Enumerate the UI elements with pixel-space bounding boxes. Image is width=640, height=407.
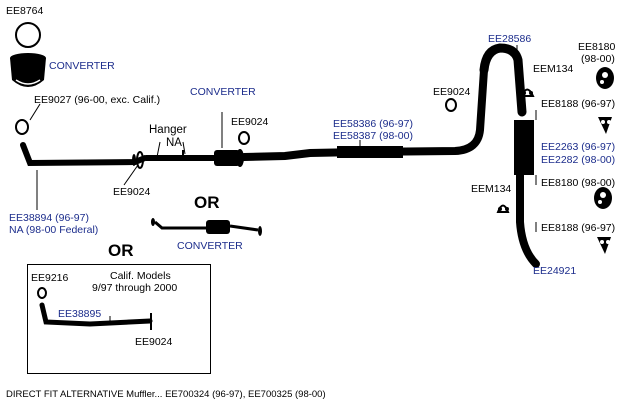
calif-title-1: Calif. Models — [110, 270, 171, 282]
label-ee9024-box: EE9024 — [135, 336, 173, 348]
label-converter-mid: CONVERTER — [190, 86, 256, 98]
label-ee9027: EE9027 (96-00, exc. Calif.) — [34, 94, 161, 106]
label-ee58387: EE58387 (98-00) — [333, 130, 413, 142]
gasket-ee9027 — [15, 119, 29, 135]
label-ee8180-top-b: (98-00) — [581, 53, 615, 65]
converter-alt-part — [151, 218, 262, 236]
label-or-1: OR — [194, 193, 220, 212]
label-ee9024-low: EE9024 — [113, 186, 151, 198]
label-ee8188-low: EE8188 (96-97) — [541, 222, 616, 234]
label-ee2282: EE2282 (98-00) — [541, 154, 616, 166]
gasket-ee9024-right — [445, 98, 457, 112]
intermediate-pipe — [240, 66, 488, 161]
label-ee8180-top-a: EE8180 — [578, 41, 616, 53]
label-converter-top: CONVERTER — [49, 60, 115, 72]
gasket-ee9024-mid — [238, 131, 250, 145]
gasket-ee9216 — [37, 287, 47, 299]
front-pipe-ee38895 — [39, 302, 153, 327]
hanger-eem134-top — [520, 88, 535, 97]
hanger-ee8180-top — [596, 67, 614, 89]
muffler-ee2263 — [514, 120, 534, 175]
label-ee2263: EE2263 (96-97) — [541, 141, 616, 153]
label-ee9216: EE9216 — [31, 272, 69, 284]
front-pipe-ee38894 — [20, 142, 148, 167]
label-ee58386: EE58386 (96-97) — [333, 118, 413, 130]
label-ee9024-right: EE9024 — [433, 86, 471, 98]
label-ee38894-b: NA (98-00 Federal) — [9, 224, 99, 236]
label-eem134-low: EEM134 — [471, 183, 512, 195]
hanger-eem134-low — [496, 204, 510, 213]
converter-mid-part — [214, 112, 244, 167]
label-ee9024-mid: EE9024 — [231, 116, 269, 128]
label-ee24921: EE24921 — [533, 265, 577, 277]
label-eem134-top: EEM134 — [533, 63, 574, 75]
label-na: NA — [166, 137, 182, 149]
label-ee8764: EE8764 — [6, 5, 44, 17]
label-ee8188-top: EE8188 (96-97) — [541, 98, 616, 110]
gasket-ee8764 — [15, 22, 41, 48]
hanger-ee8188-top — [598, 117, 612, 134]
label-or-2: OR — [108, 241, 134, 260]
label-ee28586: EE28586 — [488, 33, 532, 45]
converter-top-part — [10, 53, 46, 87]
label-converter-alt: CONVERTER — [177, 240, 243, 252]
label-ee38895: EE38895 — [58, 308, 102, 320]
hanger-bracket — [182, 150, 186, 159]
calif-title-2: 9/97 through 2000 — [92, 282, 178, 294]
label-ee8180-low: EE8180 (98-00) — [541, 177, 616, 189]
calif-models-box — [27, 264, 211, 374]
caption: DIRECT FIT ALTERNATIVE Muffler... EE7003… — [6, 389, 326, 400]
hanger-ee8180-low — [594, 187, 612, 209]
label-ee38894-a: EE38894 (96-97) — [9, 212, 89, 224]
hanger-ee8188-low — [597, 237, 611, 254]
overaxle-pipe — [479, 43, 527, 117]
label-hanger: Hanger — [149, 124, 187, 136]
